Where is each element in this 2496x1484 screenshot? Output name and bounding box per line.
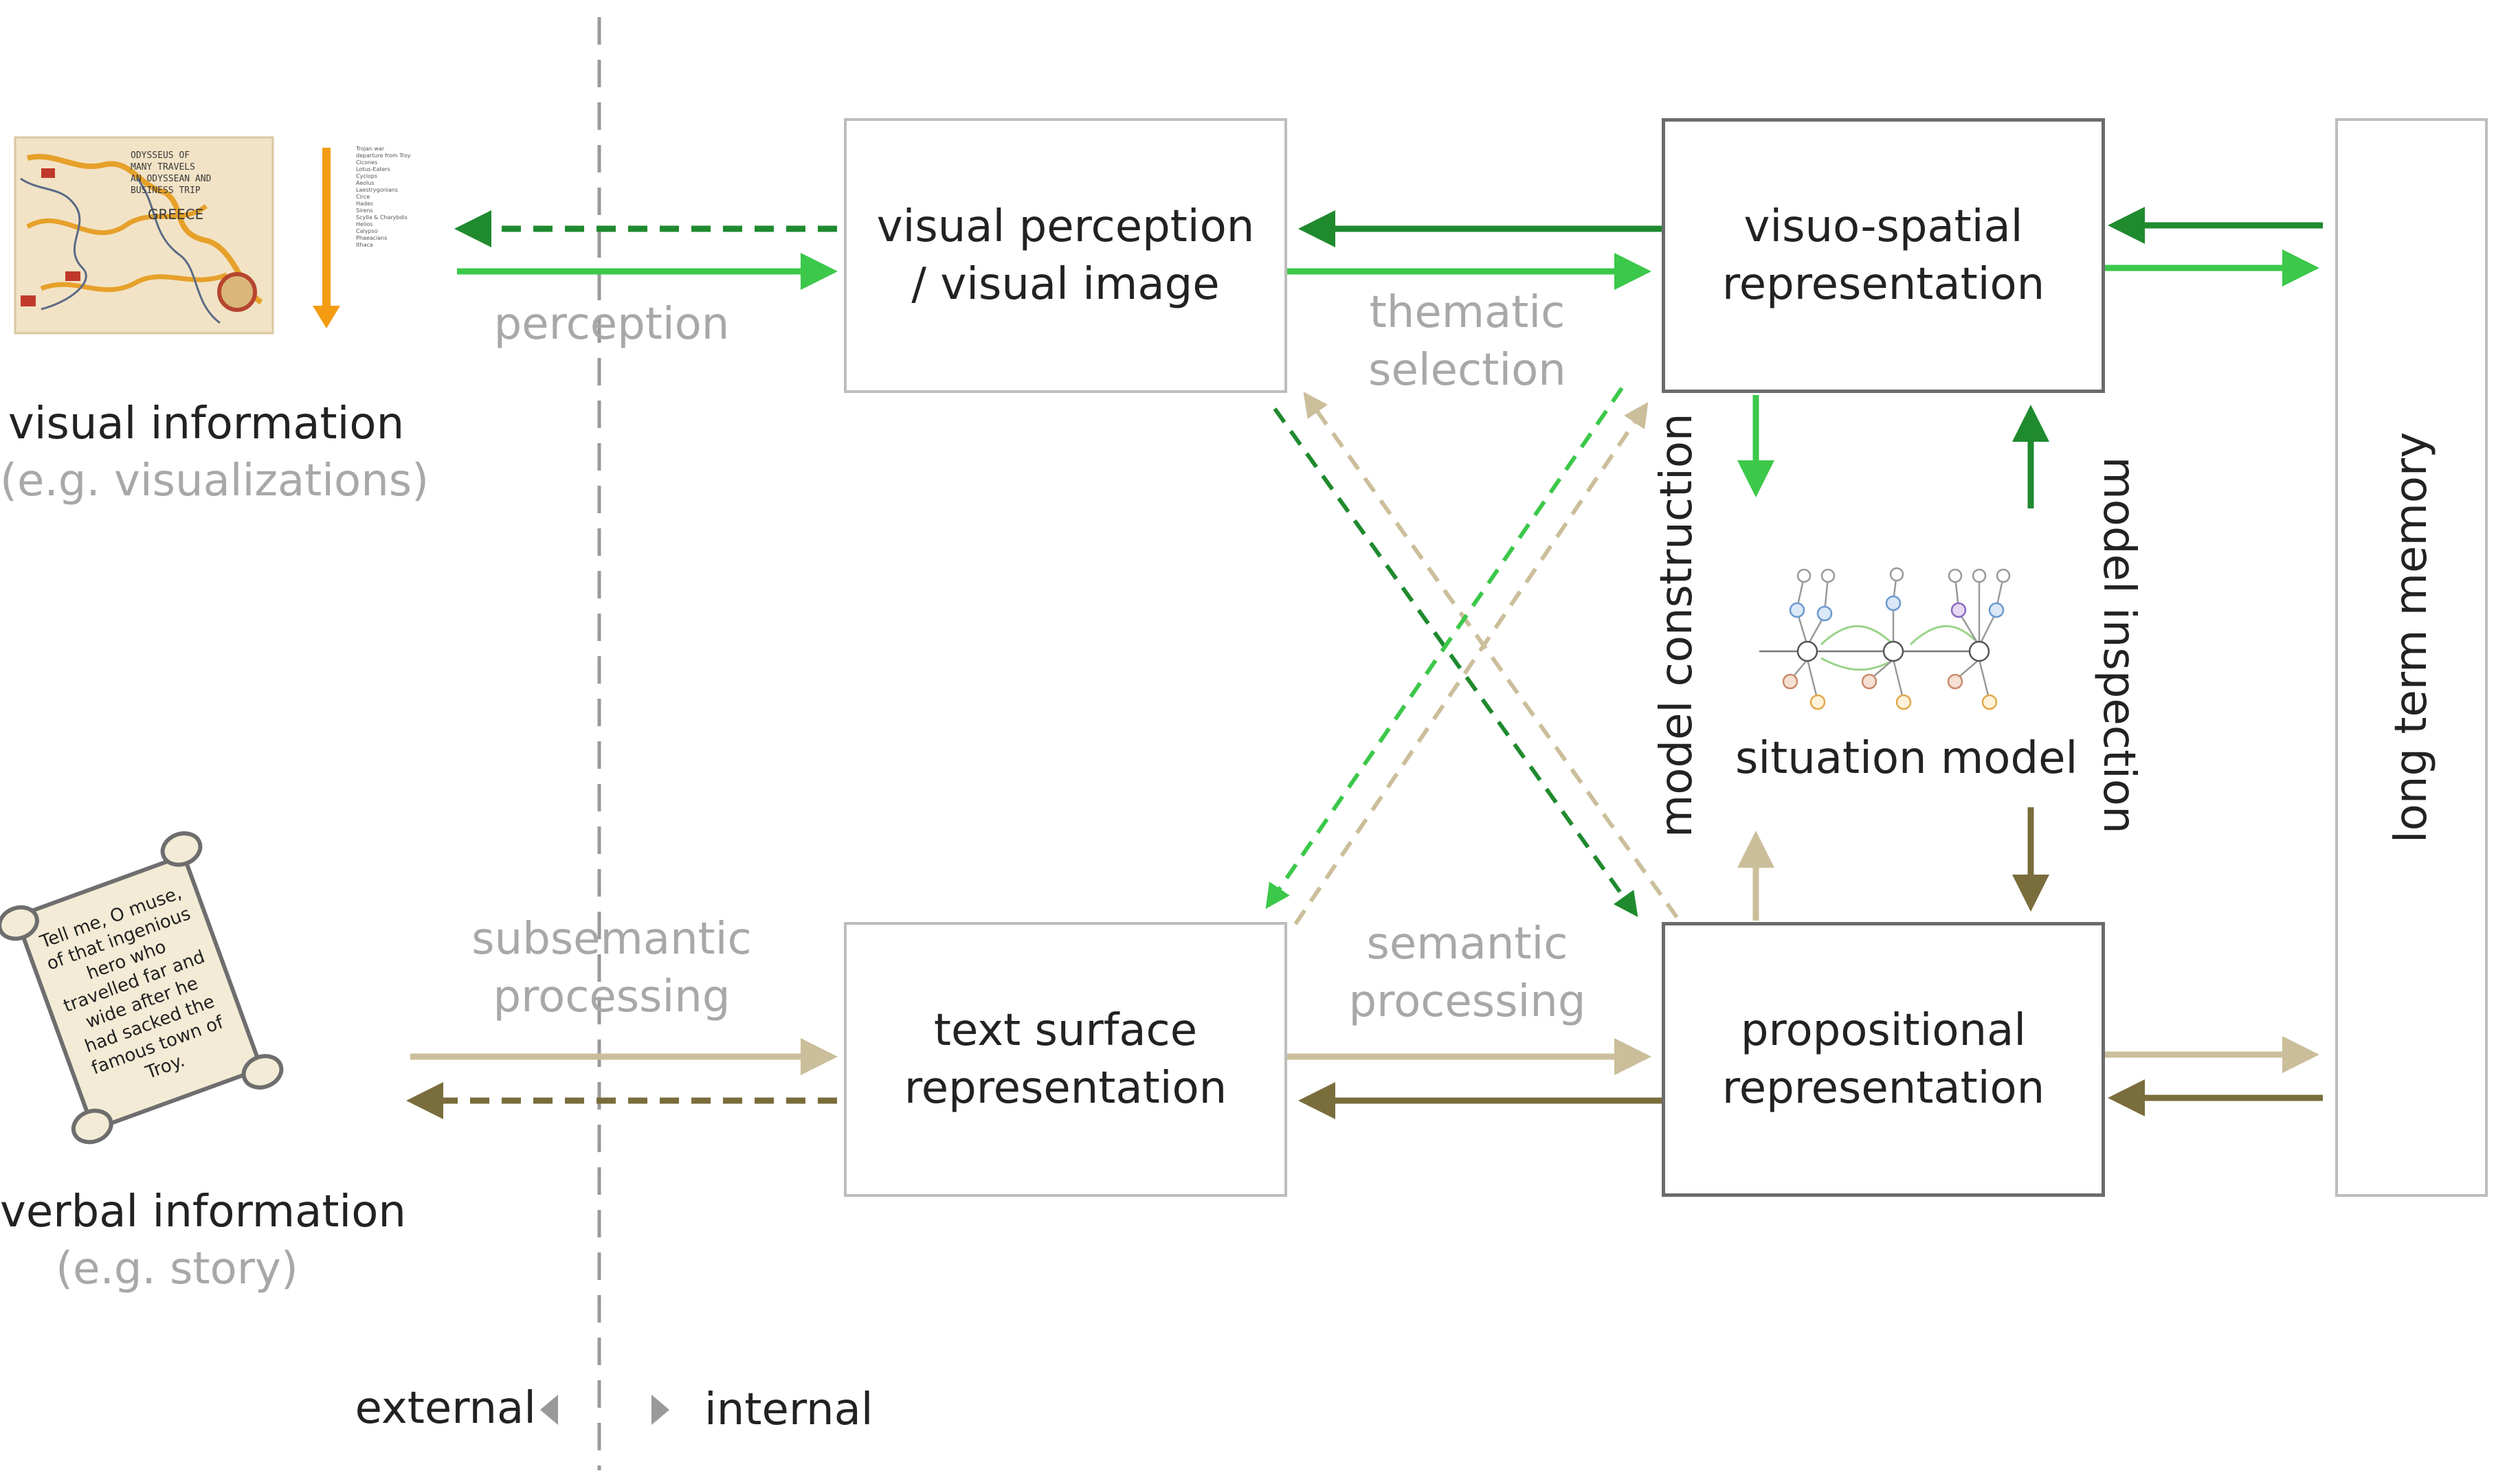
map-title-text: ODYSSEUS OF MANY TRAVELS AN ODYSSEAN AND…: [131, 150, 212, 196]
model-inspection-label: model inspection: [2093, 456, 2144, 834]
verbal-information-subtitle: (e.g. story): [56, 1244, 298, 1294]
model-construction-label: model construction: [1651, 413, 1702, 837]
long-term-memory-box: [2335, 118, 2488, 1197]
external-label: external: [355, 1383, 536, 1434]
visual-perception-line-1: visual perception: [876, 201, 1255, 252]
internal-triangle-icon: [651, 1395, 669, 1425]
story-scroll-icon: [0, 831, 284, 1145]
visuo-spatial-line-2: representation: [1721, 259, 2045, 310]
text-surface-line-2: representation: [904, 1063, 1227, 1114]
situation-model-network-icon: [1759, 567, 2011, 710]
long-term-memory-label: long term memory: [2386, 431, 2437, 843]
verbal-information-title: verbal information: [0, 1187, 406, 1237]
semantic-processing-label: semantic processing: [1348, 919, 1586, 1027]
arrow-cross-tan-to-visual: [1303, 392, 1679, 919]
propositional-line-2: representation: [1721, 1063, 2045, 1114]
situation-model-label: situation model: [1735, 733, 2078, 784]
arrow-cross-green-to-text: [1265, 387, 1624, 909]
text-surface-line-1: text surface: [933, 1005, 1198, 1056]
map-thumbnail-icon: [14, 136, 340, 335]
map-list: Trojan war departure from Troy Cicones L…: [356, 146, 411, 248]
visual-information-subtitle: (e.g. visualizations): [0, 456, 430, 506]
map-greece-label: GREECE: [148, 206, 204, 223]
visual-information-title: visual information: [8, 398, 405, 449]
internal-label: internal: [704, 1384, 873, 1435]
arrow-cross-tan-to-visuo: [1293, 402, 1649, 925]
subsemantic-processing-label: subsemantic processing: [471, 914, 752, 1022]
propositional-box: propositional representation: [1662, 922, 2105, 1197]
propositional-line-1: propositional: [1740, 1005, 2027, 1056]
text-surface-box: text surface representation: [844, 922, 1287, 1197]
visuo-spatial-line-1: visuo-spatial: [1743, 201, 2023, 252]
perception-label: perception: [493, 299, 730, 350]
external-triangle-icon: [540, 1395, 558, 1425]
visual-perception-line-2: / visual image: [911, 259, 1220, 310]
arrow-cross-green-to-propositional: [1273, 407, 1638, 917]
thematic-selection-label: thematic selection: [1368, 287, 1566, 396]
visual-perception-box: visual perception / visual image: [844, 118, 1287, 393]
visuo-spatial-box: visuo-spatial representation: [1662, 118, 2105, 393]
